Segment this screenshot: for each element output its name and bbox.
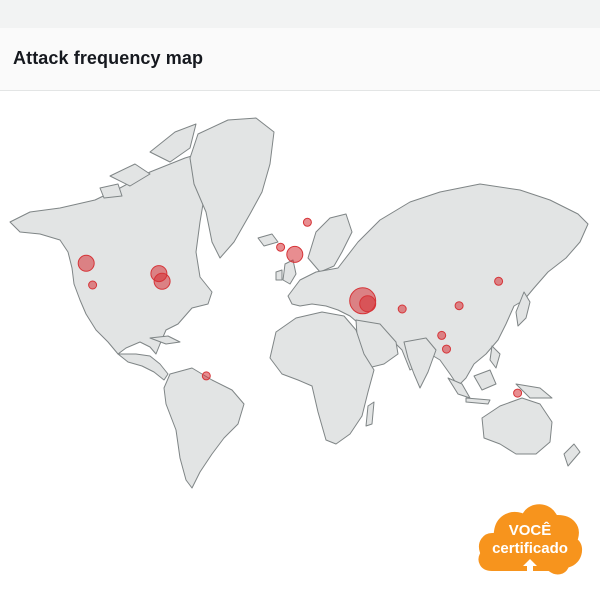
attack-hotspot-us-california[interactable] [88,280,98,290]
land-cuba [149,335,181,345]
land-madagascar [365,401,375,427]
attack-hotspot-central-europe[interactable] [286,245,304,263]
land-africa [269,311,375,445]
land-philippines [489,345,501,369]
land-layer [9,117,589,489]
land-new-zealand [563,443,581,467]
top-bar [0,0,600,28]
land-new-guinea [515,383,553,399]
panel-header: Attack frequency map [0,28,600,91]
land-japan [515,291,531,327]
badge-line1: VOCÊ [509,521,552,539]
attack-hotspot-uk[interactable] [276,242,286,252]
world-map-svg [9,117,589,489]
land-central-america [117,353,169,381]
attack-hotspot-india[interactable] [397,304,407,314]
land-arctic-2 [109,163,151,187]
land-britain [282,259,297,285]
land-arctic-3 [99,183,123,199]
badge-line2: certificado [492,540,568,557]
land-australia [481,397,553,455]
attack-hotspot-southeast-asia[interactable] [437,330,447,340]
page-title: Attack frequency map [13,48,204,68]
badge-cloud [474,500,587,579]
land-south-america [163,367,245,489]
land-java [465,397,491,405]
land-greenland [189,117,275,259]
land-india [403,337,437,389]
attack-hotspot-brazil[interactable] [201,371,211,381]
attack-hotspot-australia[interactable] [513,388,523,398]
upload-arrow-icon [523,559,537,573]
land-ireland [275,269,283,281]
attack-hotspot-middle-east-secondary[interactable] [359,295,377,313]
land-iceland [257,233,279,247]
land-borneo [473,369,497,391]
world-map[interactable] [0,92,600,600]
hotspot-layer [77,217,523,398]
attack-hotspot-indonesia[interactable] [442,344,451,354]
attack-hotspot-us-west-coast[interactable] [77,254,95,272]
certificado-badge: VOCÊ certificado [474,500,587,579]
land-arctic-1 [149,123,197,163]
attack-hotspot-hong-kong[interactable] [454,301,464,311]
attack-hotspot-scandinavia[interactable] [302,217,312,227]
attack-hotspot-japan[interactable] [494,276,504,286]
attack-hotspot-us-east-south[interactable] [153,272,171,290]
land-north-america [9,151,213,355]
